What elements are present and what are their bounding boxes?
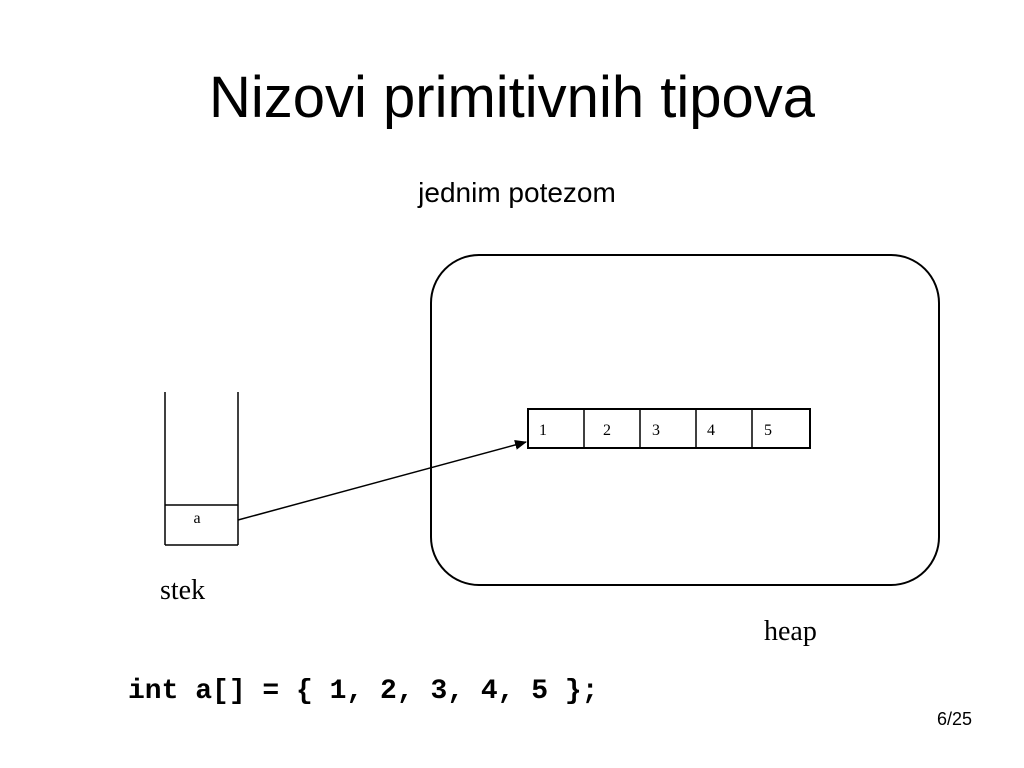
- array-value-2: 2: [603, 422, 611, 439]
- heap-box: [430, 254, 940, 586]
- array-outline: [527, 408, 811, 449]
- stack-variable-label: a: [193, 510, 200, 527]
- code-line: int a[] = { 1, 2, 3, 4, 5 };: [128, 676, 599, 707]
- array-value-4: 4: [707, 422, 715, 439]
- stack-region: a: [164, 392, 239, 546]
- heap-region: [430, 254, 940, 586]
- reference-arrow: [237, 440, 527, 521]
- array-value-5: 5: [764, 422, 772, 439]
- heap-label: heap: [764, 616, 817, 647]
- array-value-1: 1: [539, 422, 547, 439]
- stack-label: stek: [160, 575, 205, 606]
- page-number: 6/25: [936, 709, 972, 729]
- slide-title: Nizovi primitivnih tipova: [209, 65, 815, 130]
- array-block: 1 2 3 4 5: [527, 408, 811, 449]
- array-value-3: 3: [652, 422, 660, 439]
- slide-subtitle: jednim potezom: [418, 177, 616, 208]
